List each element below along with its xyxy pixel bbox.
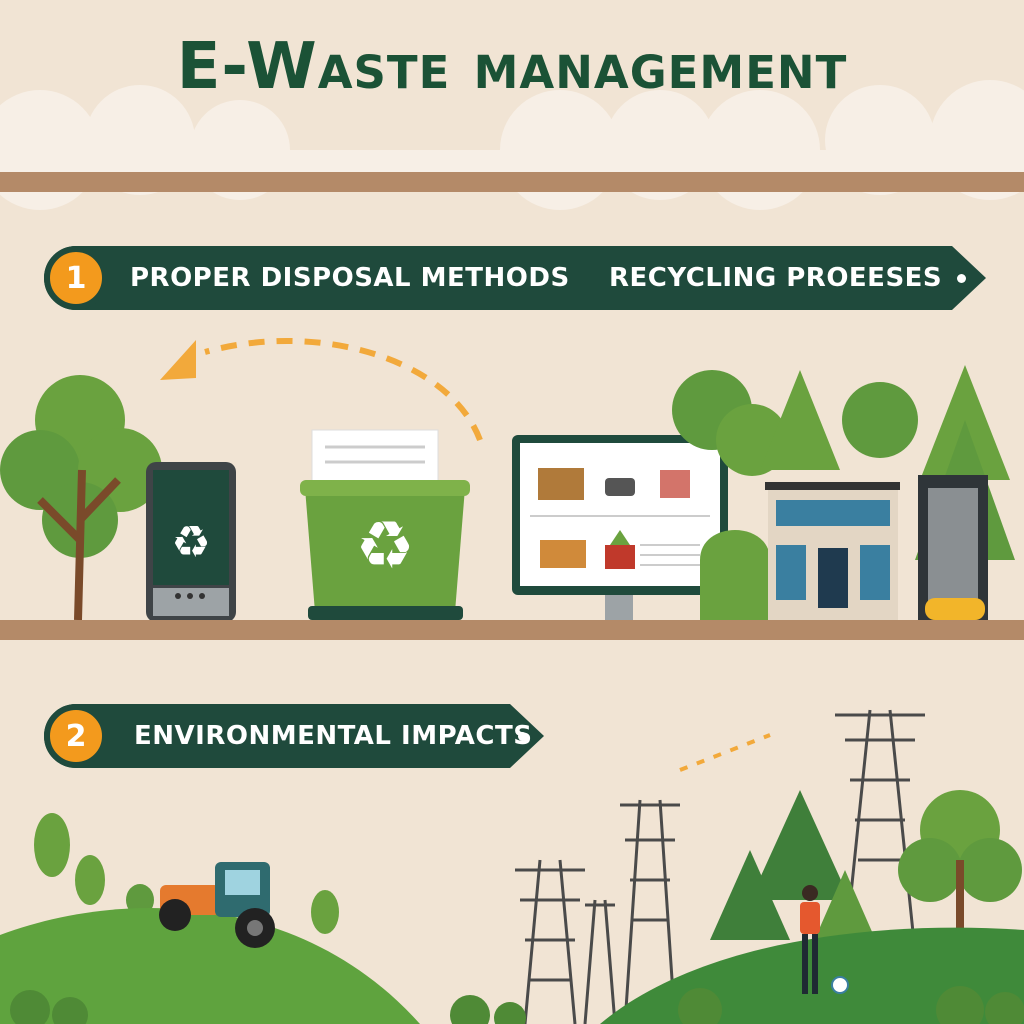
person	[800, 885, 849, 994]
trees-right	[672, 365, 1015, 620]
number-badge-1: 1	[44, 246, 108, 310]
building	[765, 482, 900, 620]
middle-shelf	[0, 620, 1024, 640]
banner-label-proper-disposal: PROPER DISPOSAL METHODS	[130, 263, 570, 293]
trees-bottom-left	[34, 813, 339, 934]
server-rack	[918, 475, 988, 620]
tractor	[159, 862, 275, 948]
top-shelf	[0, 172, 1024, 192]
dashed-arrow	[204, 338, 483, 442]
svg-text:♻: ♻	[171, 517, 210, 568]
page-title: E-Waste management	[176, 30, 848, 104]
section-banner-2: ENVIRONMENTAL IMPACTS	[44, 704, 544, 768]
banner-label-environmental: ENVIRONMENTAL IMPACTS	[134, 721, 533, 751]
banner-dot-2	[518, 732, 527, 741]
bushes	[10, 986, 1024, 1024]
recycling-bin: ♻	[300, 429, 470, 620]
hill-left	[0, 908, 420, 1024]
stars-trail	[679, 733, 771, 772]
section-banner-1: PROPER DISPOSAL METHODS RECYCLING PROEES…	[44, 246, 986, 310]
svg-text:♻: ♻	[355, 507, 414, 584]
phone-device: ♻	[146, 462, 236, 622]
arrow-head	[160, 340, 196, 380]
banner-dot-1	[957, 274, 966, 283]
banner-label-recycling: RECYCLING PROEESES	[609, 263, 943, 293]
tree-left	[0, 375, 162, 621]
monitor	[512, 435, 728, 621]
number-badge-2: 2	[44, 704, 108, 768]
